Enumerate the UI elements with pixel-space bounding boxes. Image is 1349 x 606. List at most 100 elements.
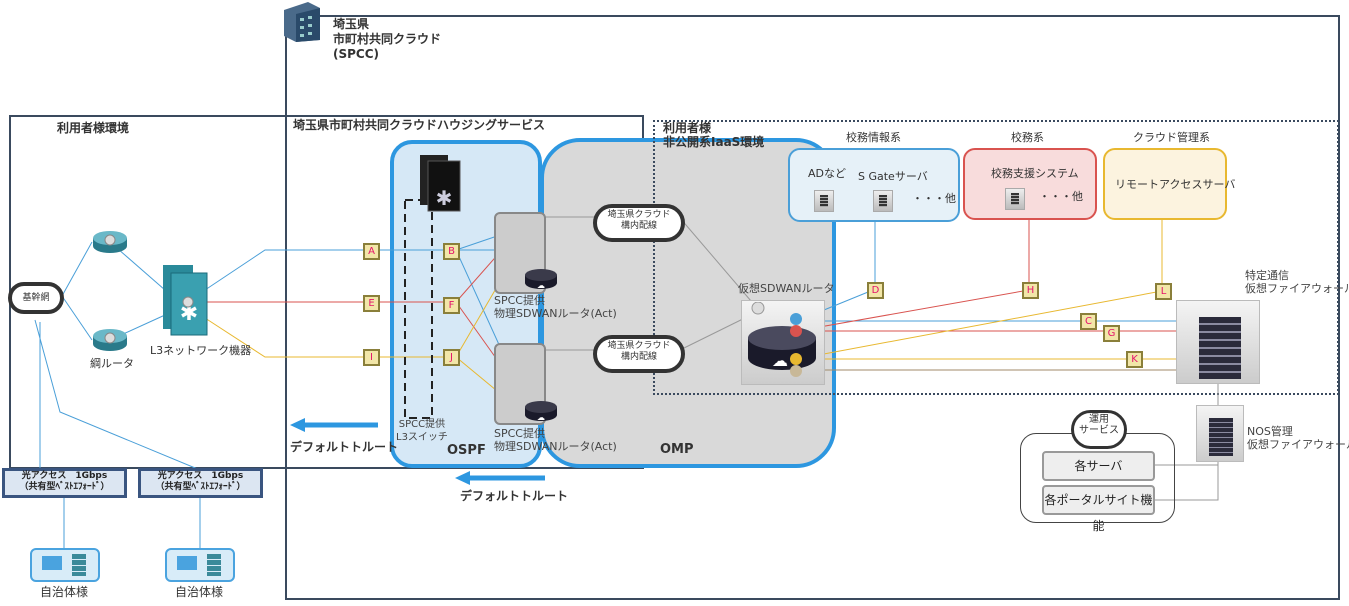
server-icon — [873, 190, 893, 212]
iaas-line1: 利用者様 — [663, 121, 712, 135]
label-d: D — [867, 282, 884, 299]
default-route-arrow-2 — [455, 471, 545, 485]
l3-switch-label: SPCC提供 L3スイッチ — [396, 418, 448, 444]
svg-text:✱: ✱ — [436, 186, 453, 210]
l3-switch-line2: L3スイッチ — [396, 432, 448, 443]
omp-label: OMP — [660, 442, 694, 457]
router-icon — [93, 231, 127, 253]
label-e: E — [363, 295, 380, 312]
spcc-title: 埼玉県市町村共同クラウド(SPCC) — [333, 17, 441, 62]
sdwan1-line1: SPCC提供 — [494, 294, 545, 307]
client-label: 自治体様 — [175, 585, 224, 599]
router-icon — [93, 329, 127, 351]
fw-line1: 特定通信 — [1245, 269, 1289, 282]
label-g: G — [1103, 325, 1120, 342]
label-i: I — [363, 349, 380, 366]
more-label: ・・・他 — [1039, 190, 1083, 203]
ops-cloud: 運用サービス — [1071, 410, 1127, 449]
title-line1: 埼玉県 — [333, 17, 370, 31]
ospf-label: OSPF — [447, 443, 486, 458]
sdwan2-label: SPCC提供物理SDWANルータ(Act) — [494, 427, 617, 453]
sdwan-router-icon: ☁ — [525, 269, 557, 290]
svg-text:✱: ✱ — [180, 301, 198, 326]
label-l: L — [1155, 283, 1172, 300]
ops-line1: 運用 — [1089, 414, 1109, 425]
client-pc-icon — [165, 548, 235, 582]
nos-fw-label: NOS管理仮想ファイアウォール — [1247, 425, 1349, 451]
school-affairs-group: 校務支援システム ・・・他 — [963, 148, 1097, 220]
housing-label: 埼玉県市町村共同クラウドハウジングサービス — [293, 118, 546, 132]
portal-item: 各ポータルサイト機能 — [1042, 485, 1155, 533]
access-speed: 光アクセス 1Gbps — [157, 471, 244, 481]
spcc-zone — [285, 15, 1340, 600]
cloud-wiring-1: 埼玉県クラウド構内配線 — [593, 204, 685, 242]
cloud-mgmt-group: リモートアクセスサーバ — [1103, 148, 1235, 220]
sdwan-router-icon: ☁ — [748, 326, 816, 370]
backbone-cloud: 基幹網 — [8, 282, 64, 314]
nos-firewall-icon — [1196, 405, 1244, 462]
label-j: J — [443, 349, 460, 366]
user-env-label: 利用者様環境 — [57, 121, 130, 135]
sdwan1-line2: 物理SDWANルータ(Act) — [494, 307, 617, 320]
fw-line2: 仮想ファイアウォール — [1245, 282, 1349, 295]
firewall-icon — [1176, 300, 1260, 384]
school-info-group: ADなど S Gateサーバ ・・・他 — [788, 148, 960, 222]
default-route-arrow-1 — [290, 418, 378, 432]
cloud1-line2: 構内配線 — [620, 221, 657, 231]
iaas-line2: 非公開系IaaS環境 — [663, 135, 765, 149]
default-route-label: デフォルトトルート — [290, 440, 399, 454]
label-h: H — [1022, 282, 1039, 299]
title-line3: (SPCC) — [333, 47, 380, 61]
cloud2-line1: 埼玉県クラウド — [607, 341, 671, 351]
servers-item: 各サーバ — [1042, 451, 1155, 481]
l3-network-device-icon: ✱ — [163, 265, 208, 336]
client-pc-icon — [30, 548, 100, 582]
label-k: K — [1126, 351, 1143, 368]
building-icon — [284, 2, 320, 42]
cloud-wiring-2: 埼玉県クラウド構内配線 — [593, 335, 685, 373]
cloud2-line2: 構内配線 — [620, 352, 657, 362]
label-f: F — [443, 297, 460, 314]
remote-access-label: リモートアクセスサーバ — [1115, 178, 1236, 191]
vrouter-label: 仮想SDWANルータ — [738, 282, 835, 295]
ops-line2: サービス — [1079, 425, 1119, 436]
svg-text:☁: ☁ — [537, 281, 545, 290]
iaas-label: 利用者様非公開系IaaS環境 — [663, 121, 764, 149]
ad-server-label: ADなど — [808, 167, 846, 180]
sdwan2-line2: 物理SDWANルータ(Act) — [494, 440, 617, 453]
more-label: ・・・他 — [912, 192, 956, 205]
cloud1-line1: 埼玉県クラウド — [607, 210, 671, 220]
nos-line1: NOS管理 — [1247, 425, 1293, 438]
interface-markers — [751, 302, 802, 377]
fw-label: 特定通信仮想ファイアウォール — [1245, 269, 1349, 295]
sdwan1-label: SPCC提供物理SDWANルータ(Act) — [494, 294, 617, 320]
access-line-box: 光アクセス 1Gbps（共有型ﾍﾞｽﾄｴﾌｫｰﾄﾞ） — [2, 468, 127, 498]
school-support-label: 校務支援システム — [991, 167, 1079, 180]
svg-text:☁: ☁ — [537, 413, 545, 422]
label-b: B — [443, 243, 460, 260]
l3-switch-line1: SPCC提供 — [398, 419, 446, 430]
red-group-header: 校務系 — [1011, 131, 1044, 144]
server-icon — [814, 190, 834, 212]
client-label: 自治体様 — [40, 585, 89, 599]
access-speed: 光アクセス 1Gbps — [21, 471, 108, 481]
l3-switch-icon: ✱ — [420, 155, 461, 212]
access-type: （共有型ﾍﾞｽﾄｴﾌｫｰﾄﾞ） — [19, 482, 110, 492]
yellow-group-header: クラウド管理系 — [1133, 131, 1210, 144]
server-icon — [1005, 188, 1025, 210]
sdwan-router-icon: ☁ — [525, 401, 557, 422]
label-c: C — [1080, 313, 1097, 330]
nos-line2: 仮想ファイアウォール — [1247, 438, 1349, 451]
title-line2: 市町村共同クラウド — [333, 32, 442, 46]
router-label: 綱ルータ — [90, 357, 134, 370]
iaas-zone — [653, 120, 1339, 395]
svg-text:☁: ☁ — [772, 351, 788, 370]
sdwan2-line1: SPCC提供 — [494, 427, 545, 440]
l3-device-label: L3ネットワーク機器 — [150, 344, 252, 357]
access-type: （共有型ﾍﾞｽﾄｴﾌｫｰﾄﾞ） — [155, 482, 246, 492]
default-route-label: デフォルトトルート — [460, 489, 569, 503]
blue-group-header: 校務情報系 — [846, 131, 901, 144]
label-a: A — [363, 243, 380, 260]
sgate-server-label: S Gateサーバ — [858, 170, 928, 183]
